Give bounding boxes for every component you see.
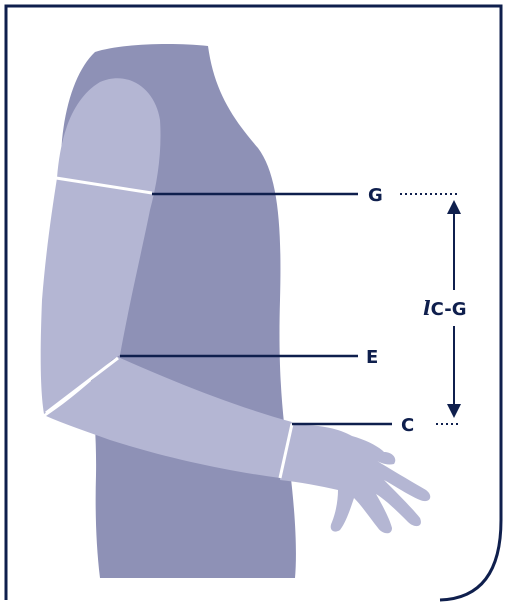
arrow-up-icon xyxy=(447,200,461,214)
arrow-down-icon xyxy=(447,404,461,418)
hand-silhouette xyxy=(280,425,430,533)
length-text: C-G xyxy=(431,299,467,320)
label-c: C xyxy=(401,415,414,436)
label-g: G xyxy=(368,185,383,206)
label-e: E xyxy=(366,347,378,368)
length-label: lC-G xyxy=(423,296,466,320)
